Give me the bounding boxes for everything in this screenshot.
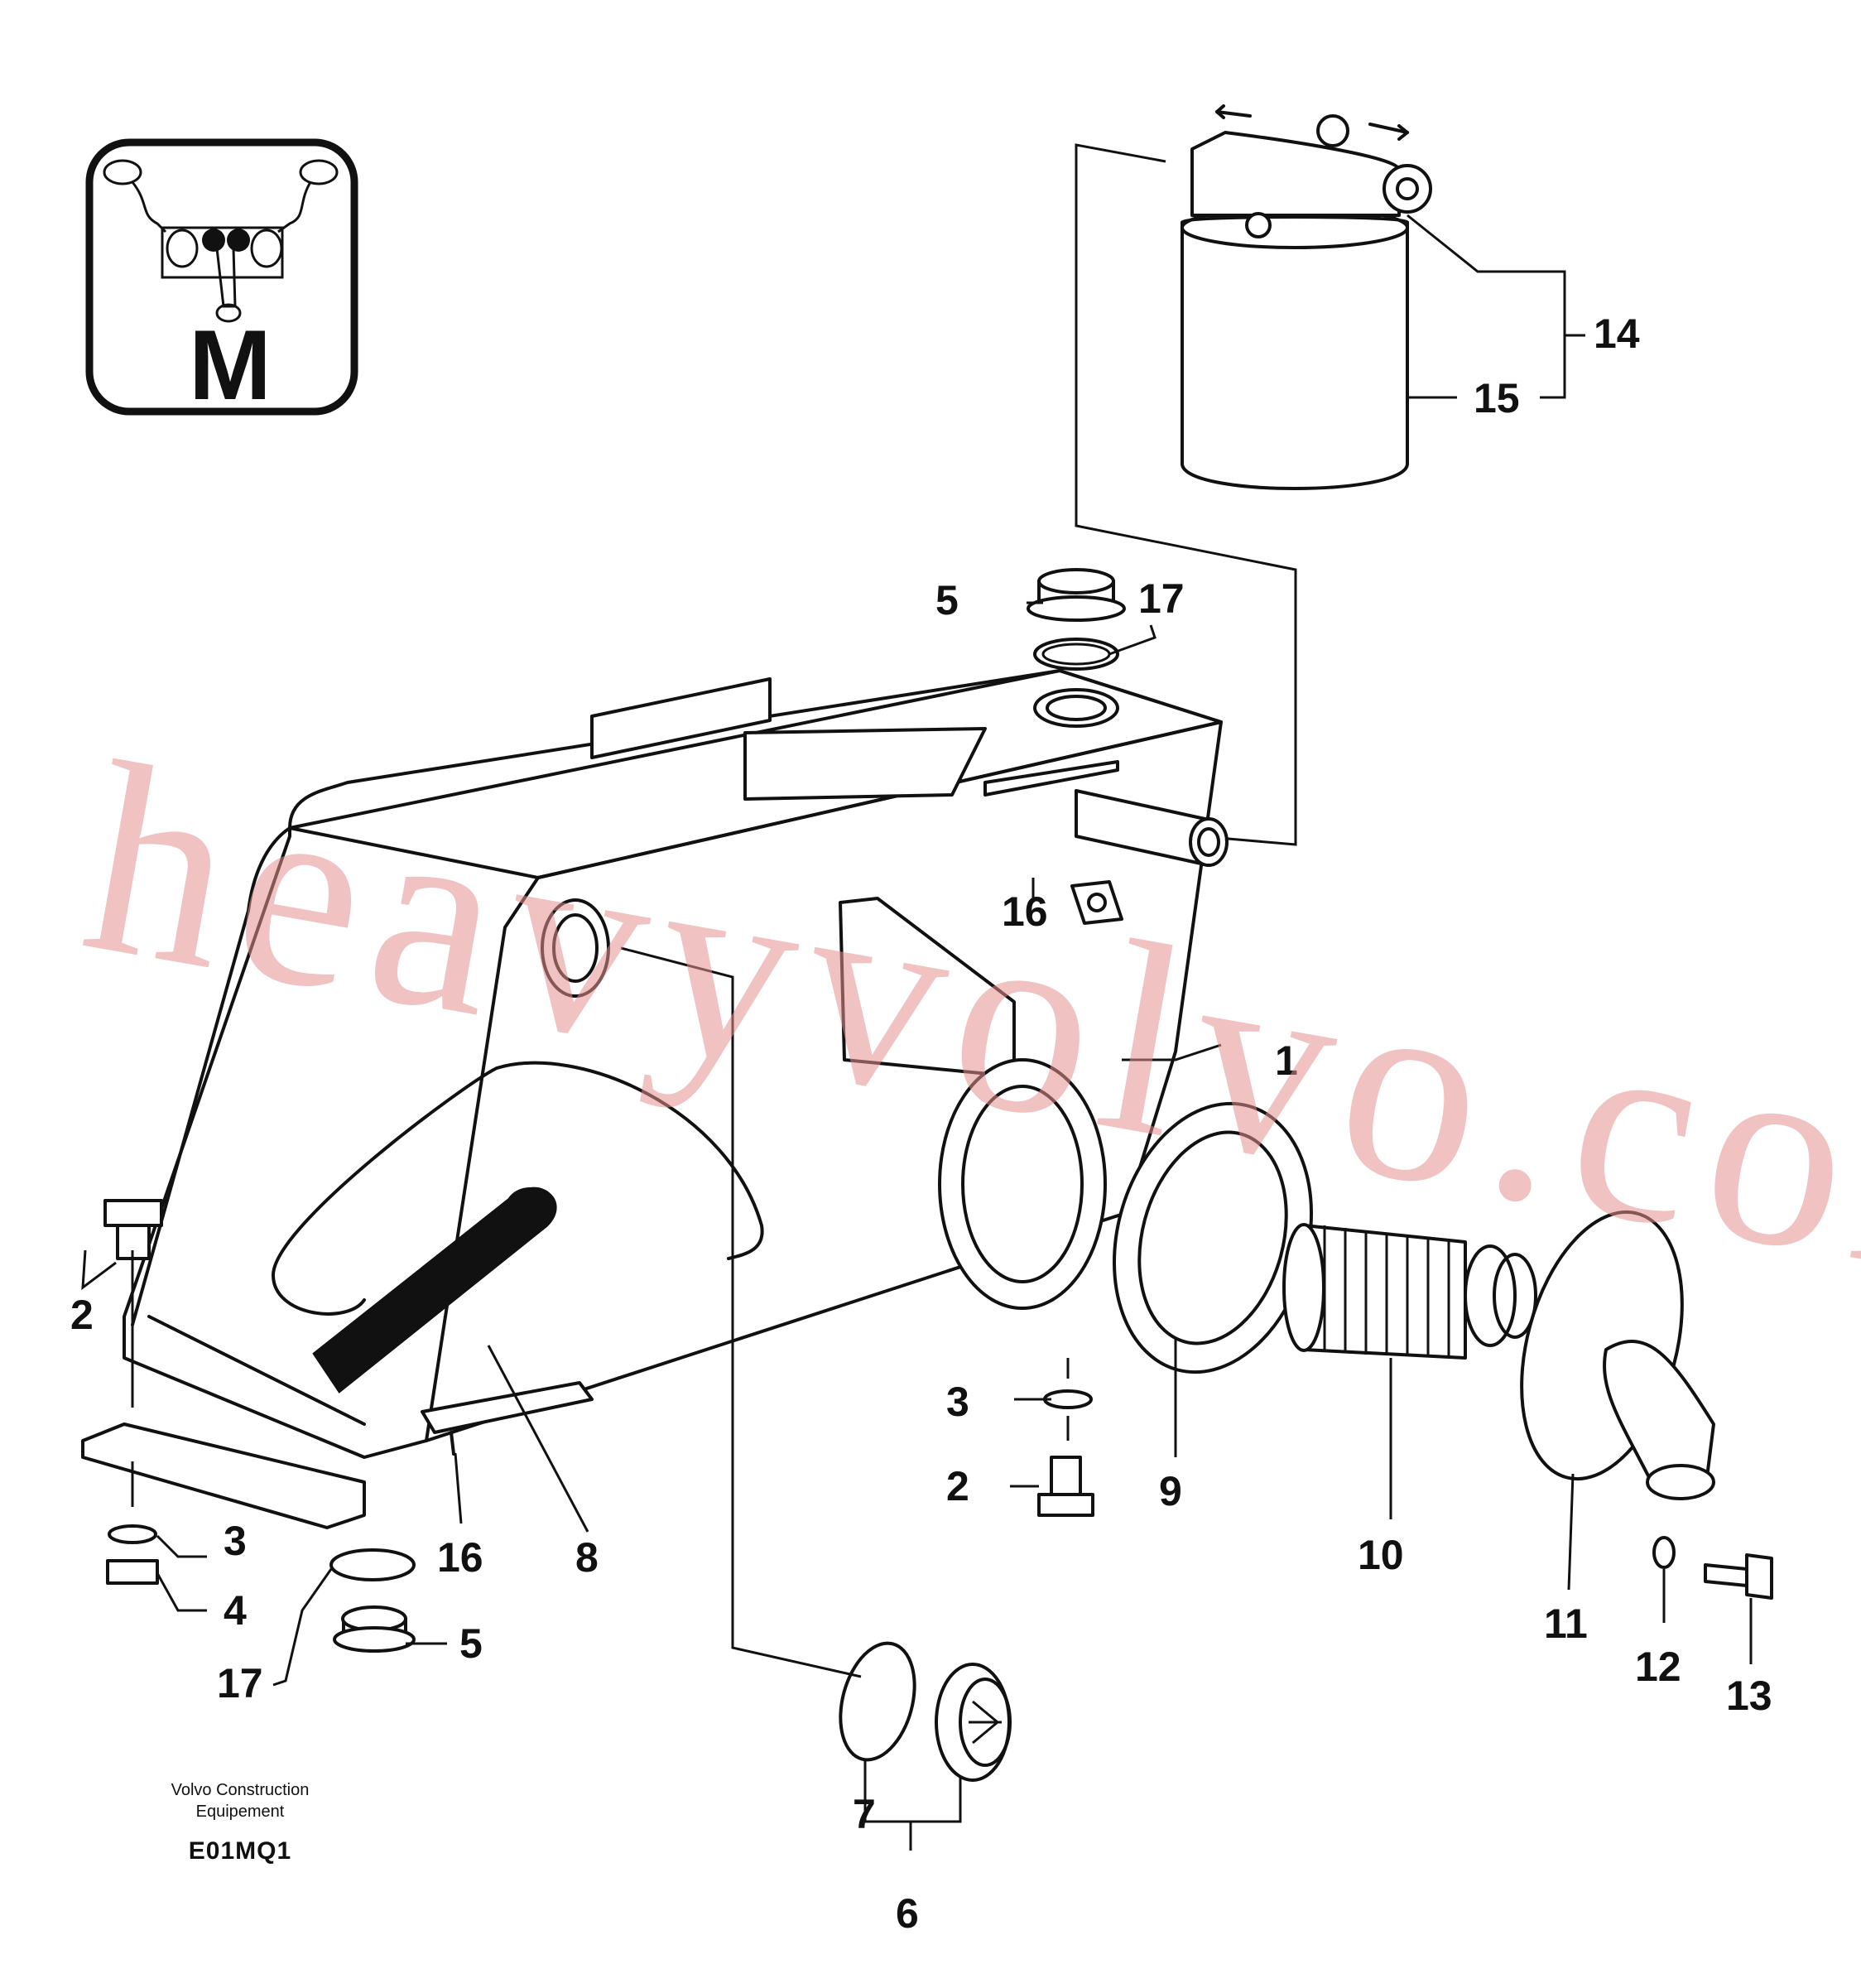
callout-13: 13 [1726, 1673, 1772, 1719]
callout-5-top: 5 [935, 577, 959, 623]
badge-letter: M [189, 310, 272, 421]
machine-controls-badge: M [85, 138, 358, 421]
drawing-code: E01MQ1 [189, 1837, 291, 1865]
filler-plug-top [1027, 568, 1126, 671]
clip-nut [1070, 880, 1123, 925]
joystick-controls-icon [103, 159, 339, 323]
return-filter [1181, 104, 1432, 490]
nut-left [106, 1559, 159, 1585]
callout-numbers: 1 2 2 3 3 4 5 5 6 7 8 9 10 11 12 13 14 1… [70, 310, 1772, 1937]
callout-7: 7 [853, 1791, 876, 1837]
hydraulic-tank [81, 669, 1229, 1529]
callout-1: 1 [1275, 1037, 1298, 1084]
washer-mid [1043, 1389, 1093, 1409]
suction-hose [312, 1187, 557, 1394]
company-name-line1: Volvo Construction [171, 1781, 310, 1799]
suction-strainer [1282, 1223, 1537, 1360]
bolt-mid [1037, 1456, 1094, 1517]
flange-gasket [1112, 1101, 1314, 1374]
callout-16-top: 16 [1002, 888, 1048, 935]
callout-15: 15 [1474, 375, 1520, 421]
callout-3-left: 3 [224, 1518, 247, 1564]
washer-left [108, 1524, 157, 1544]
callout-16-bottom: 16 [437, 1534, 483, 1581]
sight-glass-seal [839, 1641, 916, 1762]
suction-cover [1520, 1210, 1715, 1500]
sight-glass-plug [935, 1663, 1012, 1782]
footer: Volvo Construction Equipement E01MQ1 [171, 1781, 310, 1865]
callout-5-bottom: 5 [459, 1620, 483, 1667]
company-name-line2: Equipement [196, 1803, 285, 1821]
callout-2-mid: 2 [946, 1463, 969, 1509]
bolt-right [1704, 1553, 1773, 1600]
plug-bottom [333, 1605, 416, 1653]
callout-8: 8 [575, 1534, 599, 1581]
callout-12: 12 [1635, 1644, 1681, 1690]
callout-3-mid: 3 [946, 1379, 969, 1425]
callout-9: 9 [1159, 1468, 1182, 1514]
callout-14: 14 [1594, 310, 1640, 357]
bolt-left [103, 1199, 163, 1260]
callout-10: 10 [1358, 1532, 1404, 1578]
leader-lines [81, 214, 1753, 1851]
callout-17-top: 17 [1138, 575, 1185, 622]
filter-leader-line [1075, 143, 1297, 846]
washer-right [1652, 1536, 1676, 1569]
callout-6: 6 [896, 1890, 919, 1937]
callout-17-bottom: 17 [217, 1660, 263, 1706]
seal-ring-bottom [329, 1548, 416, 1581]
callout-4: 4 [224, 1587, 247, 1634]
callout-11: 11 [1544, 1601, 1588, 1647]
callout-2-left: 2 [70, 1292, 94, 1338]
